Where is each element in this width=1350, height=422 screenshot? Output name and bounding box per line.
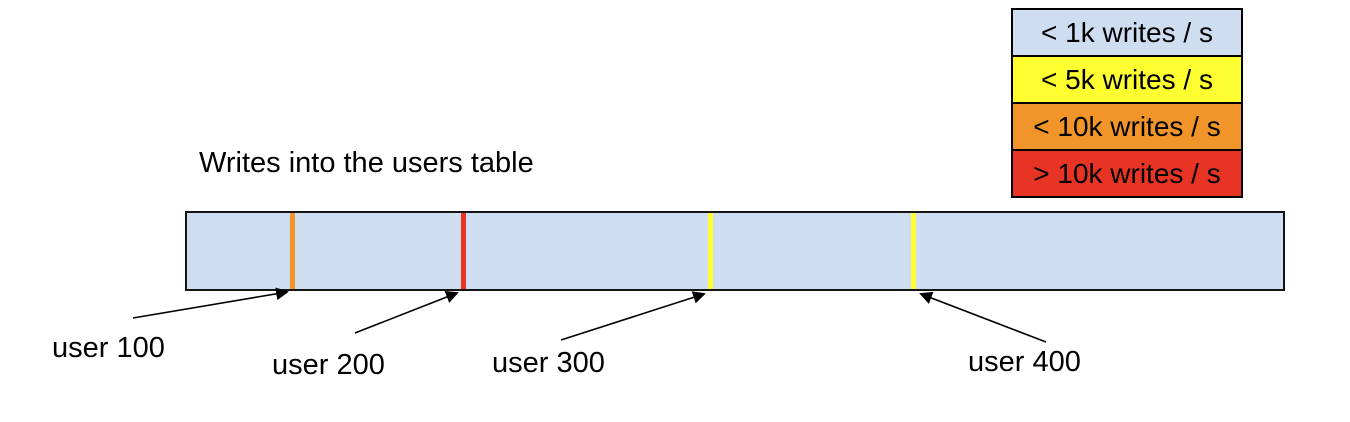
diagram-title: Writes into the users table — [199, 147, 534, 179]
arrow-user-400 — [919, 291, 1047, 343]
arrow-user-300 — [560, 291, 706, 341]
legend-item-label: < 10k writes / s — [1033, 110, 1221, 142]
label-user-200: user 200 — [272, 349, 385, 381]
label-user-100: user 100 — [52, 332, 165, 364]
stripe-user-300 — [707, 213, 713, 289]
arrow-user-100 — [132, 287, 289, 319]
legend-item-2: < 10k writes / s — [1013, 104, 1241, 151]
arrow-user-200 — [354, 291, 459, 334]
legend: < 1k writes / s < 5k writes / s < 10k writ… — [1011, 8, 1243, 198]
label-user-400: user 400 — [968, 346, 1081, 378]
legend-item-3: > 10k writes / s — [1013, 151, 1241, 196]
legend-item-label: < 5k writes / s — [1041, 63, 1213, 95]
legend-item-label: > 10k writes / s — [1033, 157, 1221, 189]
users-table-bar — [185, 211, 1285, 291]
stripe-user-100 — [289, 213, 295, 289]
legend-item-0: < 1k writes / s — [1013, 10, 1241, 57]
stripe-user-400 — [910, 213, 916, 289]
legend-item-1: < 5k writes / s — [1013, 57, 1241, 104]
stripe-user-200 — [460, 213, 466, 289]
legend-item-label: < 1k writes / s — [1041, 16, 1213, 48]
label-user-300: user 300 — [492, 347, 605, 379]
